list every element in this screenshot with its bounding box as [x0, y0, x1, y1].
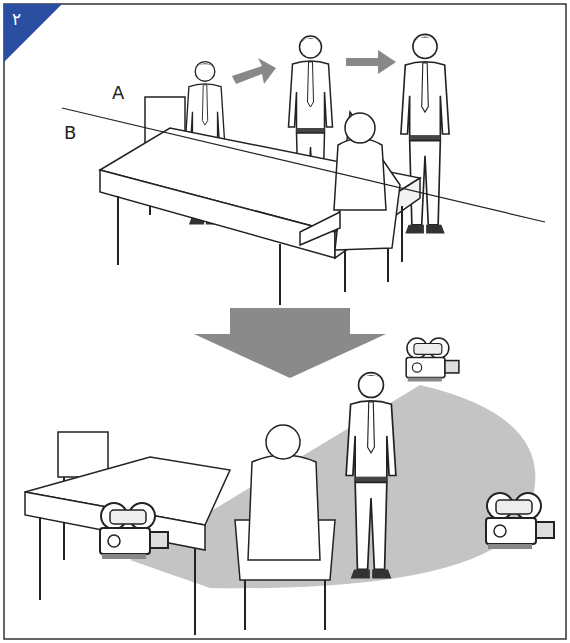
- figure-number: ۲: [12, 11, 21, 28]
- axis-label: A: [112, 84, 124, 102]
- axis-label: B: [64, 124, 76, 142]
